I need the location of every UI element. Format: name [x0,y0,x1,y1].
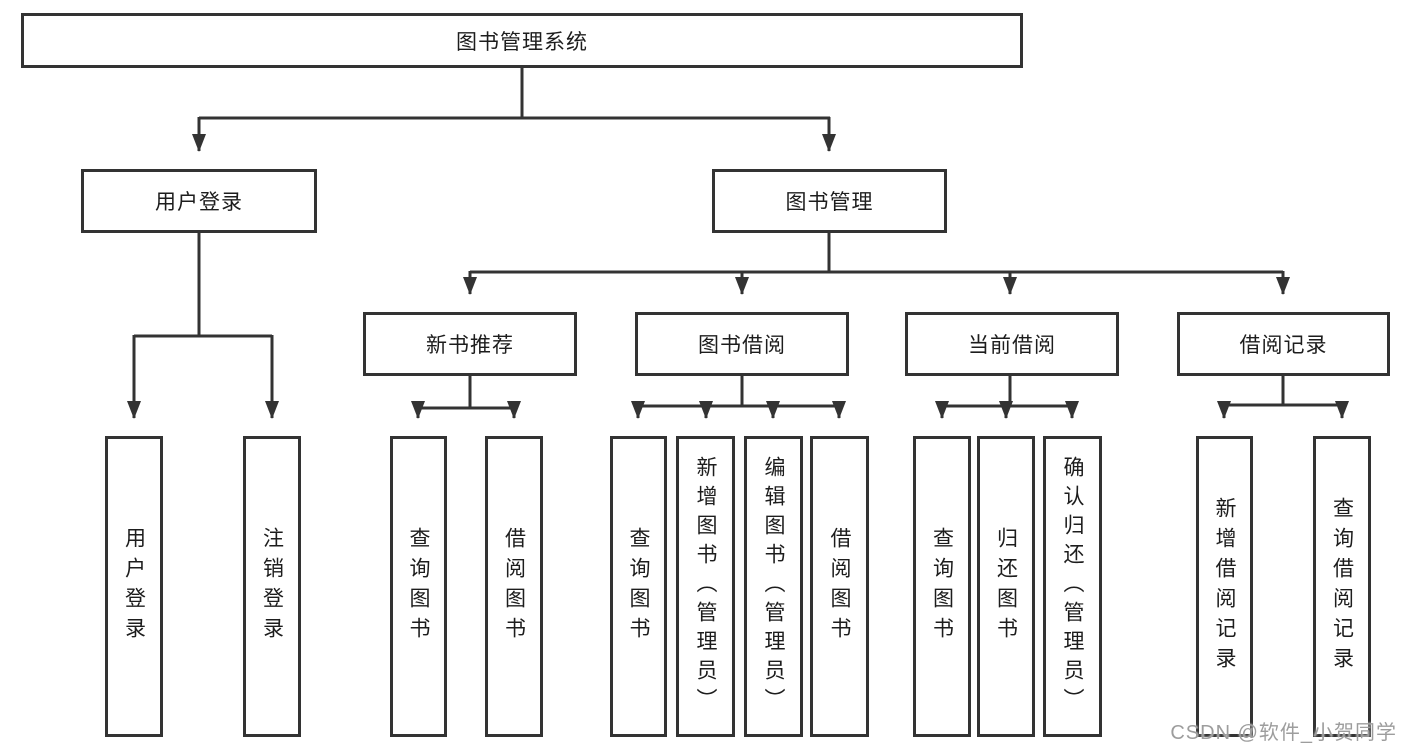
leaf-borrow-books-2: 借阅图书 [810,436,869,737]
node-borrow-records: 借阅记录 [1177,312,1390,376]
connector-new-book-recommend-trunk [418,376,514,410]
node-new-book-recommend: 新书推荐 [363,312,577,376]
leaf-user-login: 用户登录 [105,436,163,737]
leaf-confirm-return-admin-label: 确认归还（管理员） [1061,456,1084,717]
connector-book-borrow-trunk [638,376,839,408]
leaf-query-borrow-record: 查询借阅记录 [1313,436,1371,737]
node-library-management-system: 图书管理系统 [21,13,1023,68]
leaf-edit-books-admin: 编辑图书（管理员） [744,436,803,737]
leaf-confirm-return-admin: 确认归还（管理员） [1043,436,1102,737]
leaf-query-books-3: 查询图书 [913,436,971,737]
leaf-add-borrow-record: 新增借阅记录 [1196,436,1253,737]
connector-borrow-records-trunk [1224,376,1342,407]
connector-current-borrow-trunk [942,376,1072,408]
leaf-edit-books-admin-label: 编辑图书（管理员） [762,456,785,717]
leaf-return-books-label: 归还图书 [994,526,1018,647]
node-user-login: 用户登录 [81,169,317,233]
leaf-logout-label: 注销登录 [260,526,284,647]
leaf-borrow-books-1-label: 借阅图书 [502,526,526,647]
leaf-add-borrow-record-label: 新增借阅记录 [1213,496,1236,677]
leaf-add-books-admin-label: 新增图书（管理员） [694,456,717,717]
leaf-logout: 注销登录 [243,436,301,737]
node-book-borrow: 图书借阅 [635,312,849,376]
connector-user-login-trunk [134,233,272,338]
leaf-query-books-1: 查询图书 [390,436,447,737]
leaf-return-books: 归还图书 [977,436,1035,737]
leaf-borrow-books-1: 借阅图书 [485,436,543,737]
leaf-query-books-2: 查询图书 [610,436,667,737]
leaf-query-borrow-record-label: 查询借阅记录 [1330,496,1354,677]
leaf-query-books-3-label: 查询图书 [930,526,954,647]
leaf-query-books-2-label: 查询图书 [627,526,650,647]
leaf-add-books-admin: 新增图书（管理员） [676,436,735,737]
connector-book-management-trunk [470,233,1283,274]
node-book-management: 图书管理 [712,169,947,233]
connector-root-trunk [199,68,830,120]
leaf-user-login-label: 用户登录 [122,526,146,647]
node-current-borrow: 当前借阅 [905,312,1119,376]
leaf-query-books-1-label: 查询图书 [407,526,430,647]
leaf-borrow-books-2-label: 借阅图书 [828,526,851,647]
